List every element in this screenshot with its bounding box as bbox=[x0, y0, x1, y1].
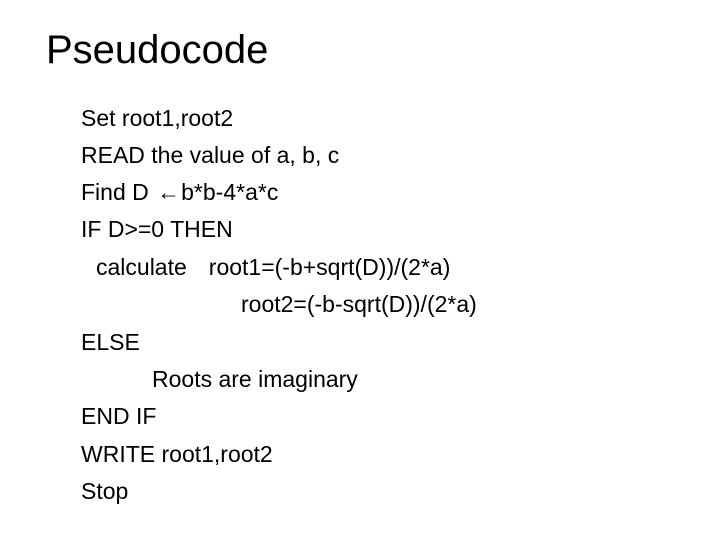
line-set-roots: Set root1,root2 bbox=[81, 105, 234, 131]
root1-formula: root1=(-b+sqrt(D))/(2*a) bbox=[208, 254, 451, 280]
find-d-prefix: Find D bbox=[81, 179, 156, 205]
line-find-d: Find D ←b*b-4*a*c bbox=[81, 178, 278, 206]
line-if-then: IF D>=0 THEN bbox=[81, 216, 233, 242]
line-root2-formula: root2=(-b-sqrt(D))/(2*a) bbox=[241, 291, 477, 317]
line-calculate-root1: calculate root1=(-b+sqrt(D))/(2*a) bbox=[96, 253, 450, 281]
find-d-expression: b*b-4*a*c bbox=[181, 179, 279, 205]
slide-title: Pseudocode bbox=[46, 28, 269, 72]
left-arrow-icon: ← bbox=[157, 179, 181, 205]
line-read-values: READ the value of a, b, c bbox=[81, 142, 340, 168]
line-stop: Stop bbox=[81, 478, 129, 504]
line-roots-imaginary: Roots are imaginary bbox=[152, 366, 358, 392]
calculate-keyword: calculate bbox=[96, 254, 187, 280]
line-write-roots: WRITE root1,root2 bbox=[81, 441, 273, 467]
line-end-if: END IF bbox=[81, 403, 157, 429]
line-else: ELSE bbox=[81, 329, 140, 355]
